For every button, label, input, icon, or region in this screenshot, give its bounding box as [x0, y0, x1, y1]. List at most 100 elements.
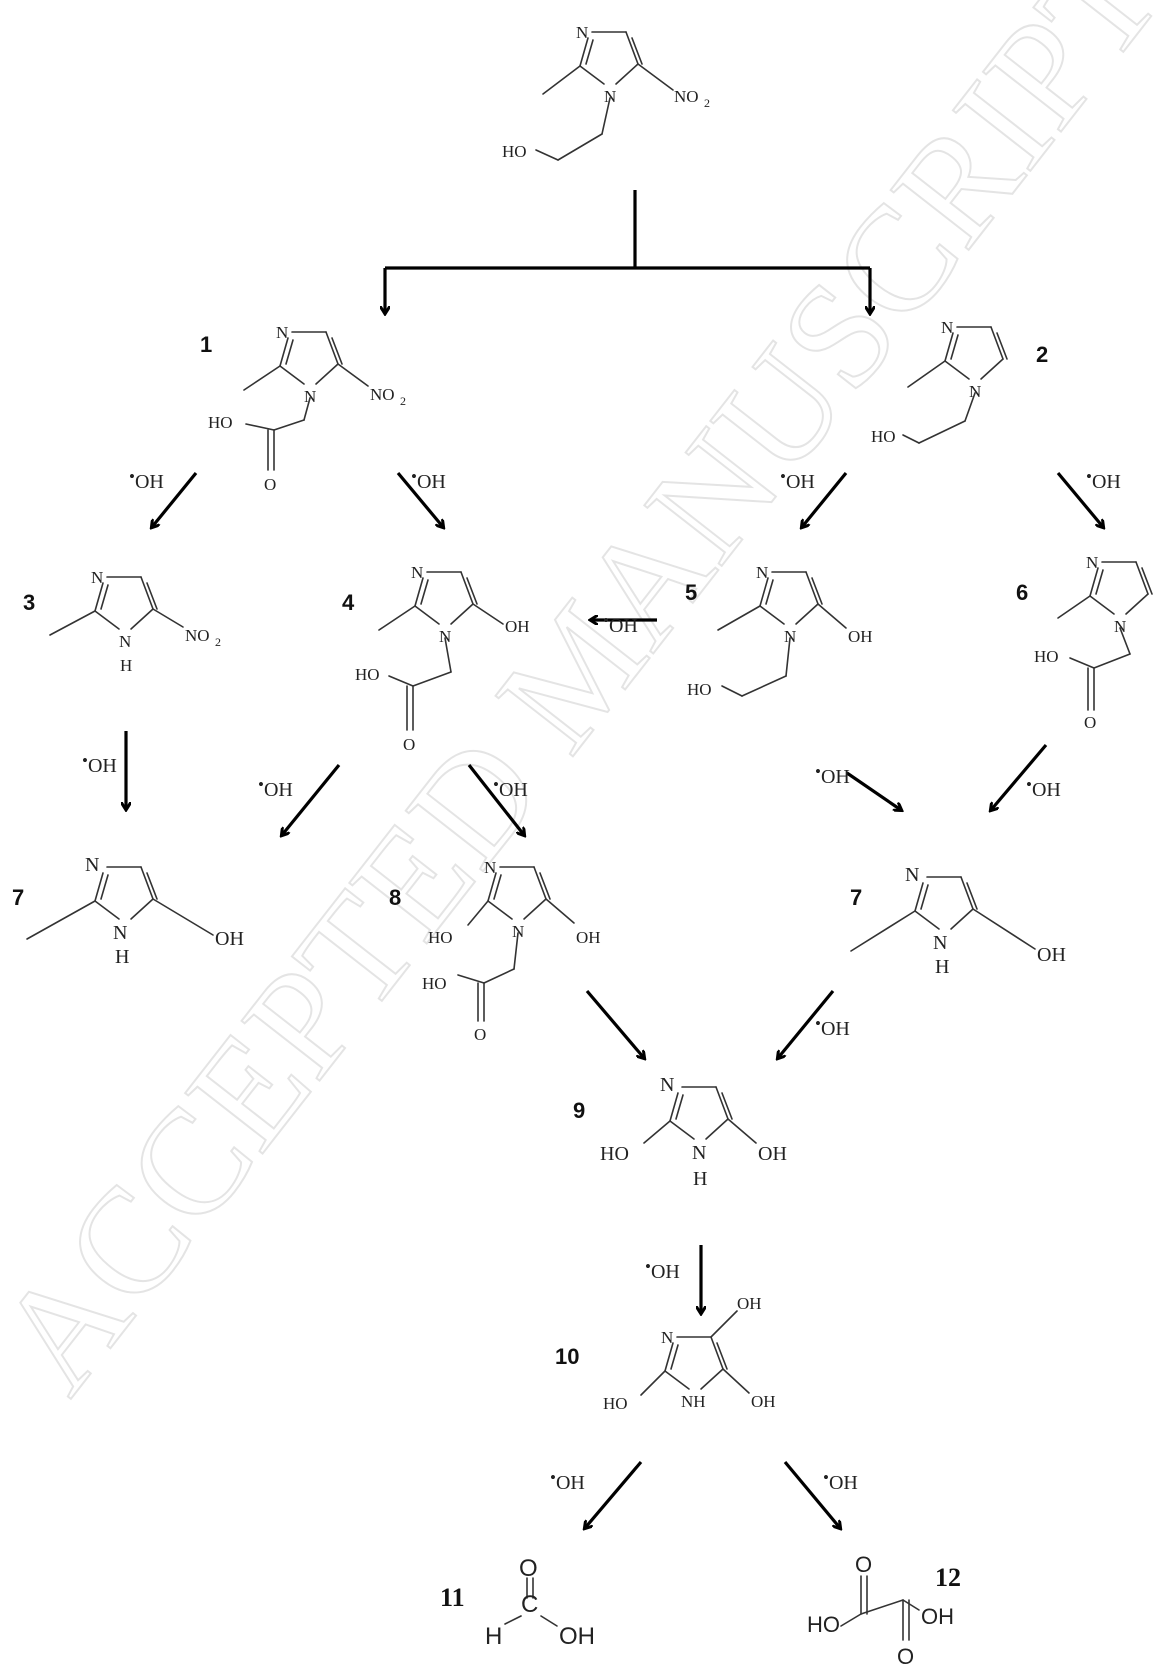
reagent-oh-4-8: •OH — [493, 775, 528, 801]
compound-number-2: 2 — [1036, 342, 1048, 367]
svg-text:NO: NO — [674, 87, 699, 106]
svg-text:HO: HO — [807, 1612, 840, 1637]
svg-text:OH: OH — [559, 1623, 595, 1650]
svg-text:2: 2 — [400, 394, 406, 408]
reagent-oh-4-7: •OH — [258, 775, 293, 801]
molecule-7a: N N H OH — [26, 854, 244, 968]
svg-text:O: O — [519, 1555, 538, 1582]
watermark: ACCEPTED MANUSCRIPT — [0, 0, 1166, 1421]
svg-text:HO: HO — [355, 665, 380, 684]
svg-text:OH: OH — [848, 627, 873, 646]
reagent-oh-5-7: •OH — [815, 762, 850, 788]
svg-text:O: O — [474, 1025, 486, 1044]
svg-text:N: N — [905, 864, 919, 886]
reagent-oh-1-4: •OH — [411, 467, 446, 493]
svg-text:HO: HO — [428, 928, 453, 947]
compound-number-7b: 7 — [850, 885, 862, 910]
arrow-8-to-9 — [585, 989, 644, 1058]
svg-text:NH: NH — [681, 1392, 706, 1411]
compound-number-11: 11 — [440, 1583, 465, 1612]
compound-numbers: 1 2 3 4 5 6 7 8 7 9 10 11 12 — [12, 332, 1048, 1612]
svg-text:N: N — [91, 568, 103, 587]
svg-text:N: N — [1114, 617, 1126, 636]
svg-text:O: O — [855, 1552, 872, 1577]
svg-text:OH: OH — [576, 928, 601, 947]
arrow-10-to-11 — [585, 1460, 643, 1528]
svg-text:N: N — [969, 382, 981, 401]
svg-text:HO: HO — [208, 413, 233, 432]
svg-text:H: H — [115, 946, 129, 968]
arrow-1-to-4 — [396, 471, 443, 527]
svg-text:N: N — [660, 1074, 674, 1096]
arrow-4-to-8 — [467, 764, 524, 835]
arrow-4-to-7 — [282, 763, 341, 835]
molecule-10: N NH HO OH OH — [603, 1294, 776, 1413]
molecule-4: N N OH HO O — [355, 563, 530, 754]
svg-text:NO: NO — [370, 385, 395, 404]
arrow-1-to-3 — [152, 471, 198, 527]
svg-text:HO: HO — [1034, 647, 1059, 666]
molecule-5: N N OH HO — [687, 563, 873, 699]
molecule-6: N N HO O — [1034, 553, 1153, 732]
svg-text:HO: HO — [871, 427, 896, 446]
svg-text:2: 2 — [215, 635, 221, 649]
svg-text:N: N — [933, 932, 947, 954]
svg-text:HO: HO — [687, 680, 712, 699]
svg-text:OH: OH — [1037, 944, 1066, 966]
compound-number-4: 4 — [342, 590, 355, 615]
molecule-7b: N N H OH — [850, 864, 1066, 978]
compound-number-7a: 7 — [12, 885, 24, 910]
svg-text:OH: OH — [751, 1392, 776, 1411]
svg-text:N: N — [113, 922, 127, 944]
molecule-metronidazole: N N NO 2 HO — [502, 23, 710, 161]
molecule-9: N N H HO OH — [600, 1074, 787, 1190]
svg-text:OH: OH — [215, 928, 244, 950]
svg-text:N: N — [756, 563, 768, 582]
svg-text:OH: OH — [505, 617, 530, 636]
svg-text:NO: NO — [185, 626, 210, 645]
arrow-2-to-6 — [1056, 471, 1103, 527]
reagent-oh-10-11: •OH — [550, 1468, 585, 1494]
svg-text:N: N — [1086, 553, 1098, 572]
arrow-5-to-7 — [846, 771, 901, 810]
svg-text:N: N — [439, 627, 451, 646]
svg-text:H: H — [485, 1623, 502, 1650]
svg-text:N: N — [276, 323, 288, 342]
svg-text:H: H — [693, 1168, 707, 1190]
svg-text:OH: OH — [921, 1604, 954, 1629]
svg-text:H: H — [935, 956, 949, 978]
arrow-10-to-12 — [783, 1460, 840, 1528]
svg-text:O: O — [897, 1644, 914, 1669]
reagent-labels: •OH •OH •OH •OH •OH •OH •OH •OH •OH •OH … — [82, 467, 1121, 1494]
svg-text:N: N — [692, 1142, 706, 1164]
molecule-3: N N H NO 2 — [49, 568, 221, 675]
svg-text:N: N — [411, 563, 423, 582]
svg-text:O: O — [403, 735, 415, 754]
reagent-oh-5-4: •OH — [603, 611, 638, 637]
compound-number-1: 1 — [200, 332, 212, 357]
reagent-oh-9-10: •OH — [645, 1257, 680, 1283]
compound-number-5: 5 — [685, 580, 697, 605]
reagent-oh-10-12: •OH — [823, 1468, 858, 1494]
svg-text:N: N — [784, 627, 796, 646]
svg-text:OH: OH — [737, 1294, 762, 1313]
molecule-11: O C H OH — [485, 1555, 595, 1650]
svg-text:2: 2 — [704, 96, 710, 110]
svg-text:HO: HO — [600, 1143, 629, 1165]
compound-number-3: 3 — [23, 590, 35, 615]
svg-text:N: N — [512, 922, 524, 941]
molecule-1: N N NO 2 HO O — [208, 323, 406, 494]
svg-text:O: O — [264, 475, 276, 494]
compound-number-10: 10 — [555, 1344, 579, 1369]
compound-number-9: 9 — [573, 1098, 585, 1123]
svg-text:N: N — [604, 87, 616, 106]
svg-text:C: C — [521, 1591, 538, 1618]
svg-text:N: N — [941, 318, 953, 337]
svg-text:O: O — [1084, 713, 1096, 732]
watermark-text: ACCEPTED MANUSCRIPT — [0, 0, 1166, 1421]
svg-text:HO: HO — [422, 974, 447, 993]
svg-text:HO: HO — [502, 142, 527, 161]
reagent-oh-3-7: •OH — [82, 751, 117, 777]
